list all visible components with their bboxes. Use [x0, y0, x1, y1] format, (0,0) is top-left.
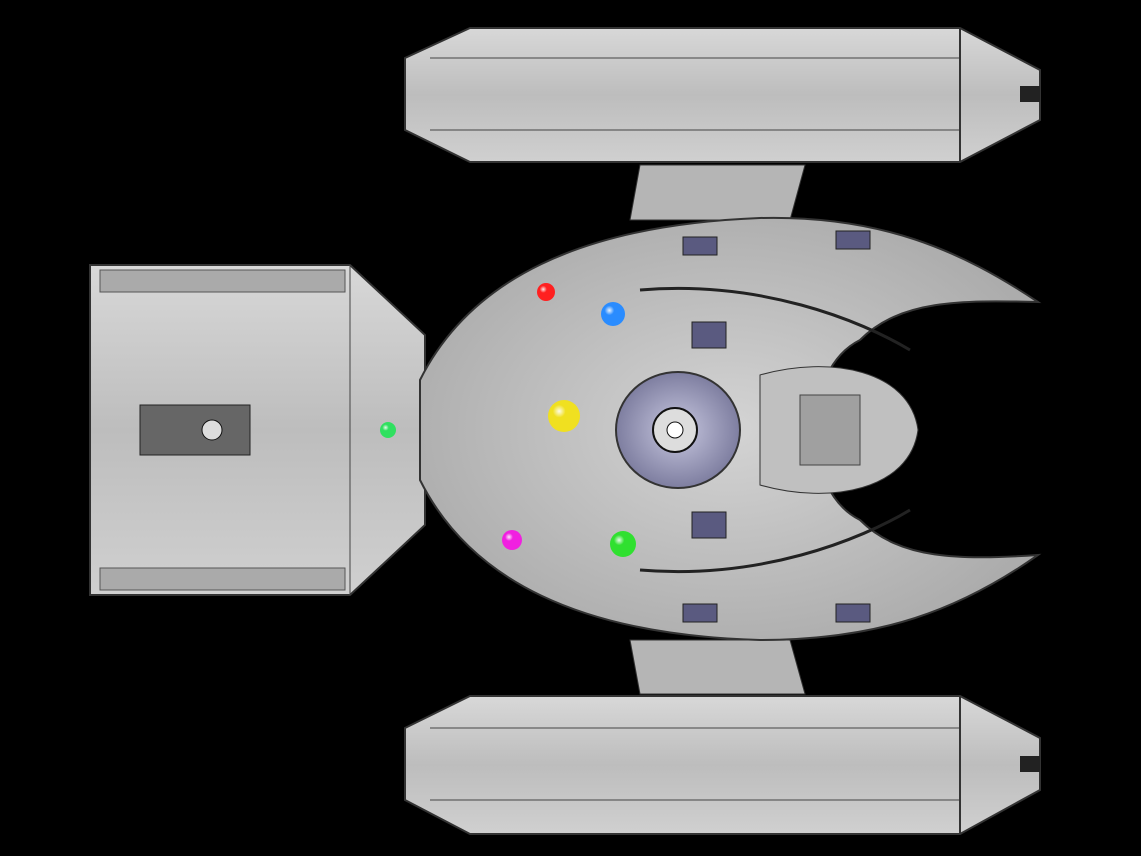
blue-orb-highlight	[604, 305, 615, 316]
green-orb-rear[interactable]	[380, 422, 396, 438]
bottom-nacelle	[404, 695, 1041, 835]
saucer-section	[419, 216, 1042, 642]
engineering-hull	[89, 264, 426, 596]
green-orb-front-highlight	[613, 534, 625, 546]
magenta-orb[interactable]	[502, 530, 522, 550]
blue-orb[interactable]	[601, 302, 625, 326]
red-orb-highlight	[539, 285, 547, 293]
bottom-pylon	[629, 639, 806, 695]
top-pylon	[629, 164, 806, 221]
green-orb-front[interactable]	[610, 531, 636, 557]
red-orb[interactable]	[537, 283, 555, 301]
magenta-orb-highlight	[505, 533, 513, 541]
green-orb-rear-highlight	[382, 424, 389, 431]
top-nacelle	[404, 27, 1041, 163]
yellow-orb[interactable]	[548, 400, 580, 432]
yellow-orb-highlight	[552, 404, 566, 418]
markers	[380, 283, 636, 557]
